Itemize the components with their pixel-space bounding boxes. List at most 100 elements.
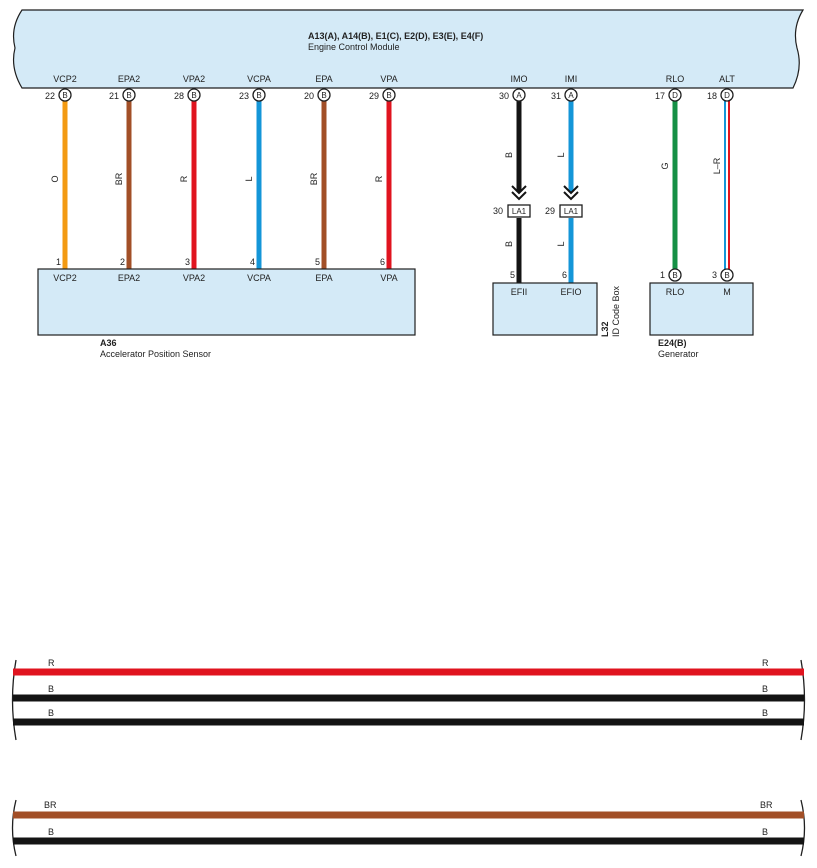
idbox-code: L32	[600, 321, 610, 337]
connector-letter: B	[672, 271, 677, 280]
wire-code-imo-lower: B	[504, 241, 514, 247]
connector-letter: A	[516, 91, 522, 100]
bundle-code-right: R	[762, 658, 769, 668]
wire-code-imo-upper: B	[504, 152, 514, 158]
junction-label-imi: LA1	[564, 207, 579, 216]
connector-circle	[512, 88, 526, 102]
idbox-l32: 5 6 EFII EFIO L32 ID Code Box	[492, 270, 621, 337]
wires	[62, 101, 730, 283]
generator-term-rlo: RLO	[666, 287, 685, 297]
arrow-chevron-icon	[511, 185, 527, 201]
ecm-label-vpa: VPA	[380, 74, 397, 84]
generator-e24: 1 B 3 B RLO M E24(B) Generator	[649, 268, 754, 359]
ecm-pin-num-31: 31	[551, 91, 561, 101]
wire-code-vcp2: O	[50, 175, 60, 182]
generator-pin-1: 1	[660, 270, 665, 280]
ecm-pin-num-23: 23	[239, 91, 249, 101]
ecm-pin-num-29: 29	[369, 91, 379, 101]
bundle-code-left: B	[48, 827, 54, 837]
ecm-pin-num-28: 28	[174, 91, 184, 101]
connector-circle	[564, 88, 578, 102]
sensor-pin-4: 4	[250, 257, 255, 267]
sensor-term-vpa: VPA	[380, 273, 397, 283]
sensor-box	[37, 268, 416, 336]
bundle-code-left: B	[48, 708, 54, 718]
wire-code-imi-lower: L	[556, 241, 566, 246]
ecm-label-vcp2: VCP2	[53, 74, 77, 84]
ecm-label-alt: ALT	[719, 74, 735, 84]
sensor-pin-6: 6	[380, 257, 385, 267]
connector-letter: B	[321, 91, 326, 100]
idbox-pin-5: 5	[510, 270, 515, 280]
wire-alt	[724, 101, 730, 269]
ecm-label-imo: IMO	[511, 74, 528, 84]
ecm-label-vcpa: VCPA	[247, 74, 271, 84]
ecm-connectors: 22 B 21 B 28 B 23 B 20 B 29 B 30 A 31 A …	[45, 88, 734, 102]
sensor-term-vcp2: VCP2	[53, 273, 77, 283]
bundle-code-left: B	[48, 684, 54, 694]
arrow-chevron-icon	[563, 185, 579, 201]
connector-circle	[720, 268, 734, 282]
sensor-term-vpa2: VPA2	[183, 273, 205, 283]
ecm-label-rlo: RLO	[666, 74, 685, 84]
ecm-label-epa2: EPA2	[118, 74, 140, 84]
generator-name: Generator	[658, 349, 699, 359]
ecm-pin-num-21: 21	[109, 91, 119, 101]
ecm-box	[12, 9, 805, 89]
connector-letter: B	[62, 91, 67, 100]
bundle-bracket	[11, 659, 17, 741]
ecm-pin-num-18: 18	[707, 91, 717, 101]
bundle-code-left: R	[48, 658, 55, 668]
idbox-box	[492, 282, 598, 336]
bundle-code-right: BR	[760, 800, 773, 810]
wire-code-rlo: G	[660, 162, 670, 169]
sensor-pin-5: 5	[315, 257, 320, 267]
sensor-term-epa: EPA	[315, 273, 332, 283]
idbox-term-efio: EFIO	[560, 287, 581, 297]
generator-term-m: M	[723, 287, 731, 297]
generator-pin-3: 3	[712, 270, 717, 280]
ecm-subtitle: Engine Control Module	[308, 42, 400, 52]
connector-letter: B	[386, 91, 391, 100]
sensor-pin-2: 2	[120, 257, 125, 267]
sensor-term-vcpa: VCPA	[247, 273, 271, 283]
sensor-a36: 1 2 3 4 5 6 VCP2 EPA2 VPA2 VCPA EPA VPA …	[37, 257, 416, 359]
junction-la1: LA1 30 LA1 29	[493, 185, 583, 218]
ecm-pin-num-20: 20	[304, 91, 314, 101]
bundle-code-right: B	[762, 827, 768, 837]
wire-code-vpa2: R	[179, 175, 189, 182]
wire-code-vpa: R	[374, 175, 384, 182]
connector-circle	[317, 88, 331, 102]
connector-letter: D	[724, 91, 730, 100]
connector-circle	[668, 268, 682, 282]
bundle-bracket	[800, 659, 806, 741]
junction-pin-29: 29	[545, 206, 555, 216]
bundle-code-left: BR	[44, 800, 57, 810]
bundle-code-right: B	[762, 708, 768, 718]
idbox-pin-6: 6	[562, 270, 567, 280]
connector-circle	[252, 88, 266, 102]
generator-code: E24(B)	[658, 338, 687, 348]
sensor-code: A36	[100, 338, 117, 348]
ecm-pin-num-17: 17	[655, 91, 665, 101]
ecm-label-imi: IMI	[565, 74, 578, 84]
connector-circle	[187, 88, 201, 102]
bundle-group-1: R R B B B B	[11, 658, 806, 741]
bundle-bracket	[800, 799, 806, 857]
junction-label-imo: LA1	[512, 207, 527, 216]
sensor-term-epa2: EPA2	[118, 273, 140, 283]
connector-circle	[668, 88, 682, 102]
ecm-pin-num-22: 22	[45, 91, 55, 101]
generator-box	[649, 282, 754, 336]
connector-circle	[58, 88, 72, 102]
sensor-name: Accelerator Position Sensor	[100, 349, 211, 359]
connector-letter: A	[568, 91, 574, 100]
ecm-pin-num-30: 30	[499, 91, 509, 101]
idbox-term-efii: EFII	[511, 287, 528, 297]
bundle-bracket	[11, 799, 17, 857]
junction-box-imo	[507, 204, 531, 218]
bundle-code-right: B	[762, 684, 768, 694]
connector-circle	[382, 88, 396, 102]
connector-letter: B	[191, 91, 196, 100]
